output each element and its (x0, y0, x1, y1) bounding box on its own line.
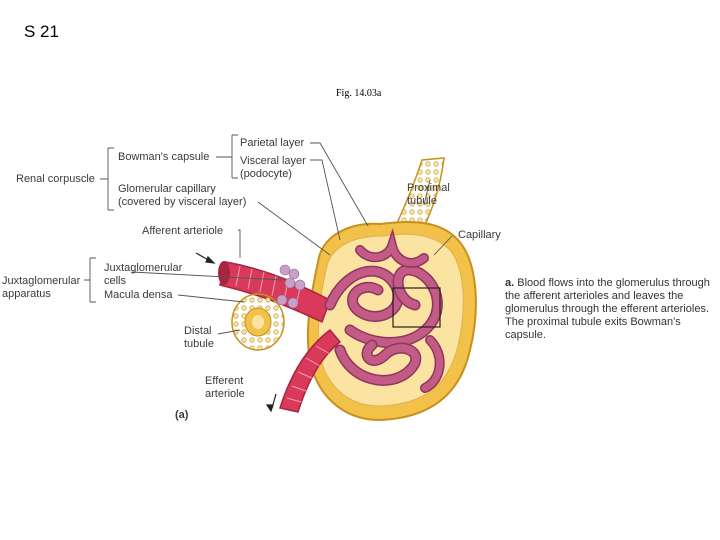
label-efferent: Efferent (205, 375, 244, 387)
description-marker: a. (505, 277, 515, 289)
label-efferent-arteriole: arteriole (205, 388, 245, 400)
label-apparatus: apparatus (2, 288, 51, 300)
label-renal-corpuscle: Renal corpuscle (16, 173, 95, 185)
slide-label: S 21 (24, 22, 59, 41)
afferent-arteriole-opening (218, 261, 230, 285)
label-covered-by-visceral-layer: (covered by visceral layer) (118, 196, 247, 208)
proximal-tubule (393, 157, 445, 237)
label-juxtaglomerular-cells: Juxtaglomerular (104, 262, 183, 274)
label-glomerular-capillary: Glomerular capillary (118, 183, 216, 195)
label-distal-tubule: tubule (184, 338, 214, 350)
label-visceral-layer: Visceral layer (240, 155, 306, 167)
capillary-inset-box (392, 287, 441, 328)
label-distal: Distal (184, 325, 212, 337)
glomerular-capillary-tuft (324, 228, 445, 393)
leader-lines (84, 134, 453, 335)
label-juxtaglomerular-cells-2: cells (104, 275, 127, 287)
flow-arrows (195, 252, 277, 413)
afferent-arteriole-vessel (219, 261, 331, 324)
label-afferent-arteriole: Afferent arteriole (142, 225, 224, 237)
figure-caption: Fig. 14.03a (336, 88, 382, 99)
juxtaglomerular-cells (276, 264, 306, 309)
label-proximal-tubule: tubule (407, 195, 437, 207)
label-panel-a: (a) (175, 409, 189, 421)
label-parietal-layer: Parietal layer (240, 137, 305, 149)
label-podocyte: (podocyte) (240, 168, 292, 180)
label-capillary: Capillary (458, 229, 501, 241)
label-macula-densa: Macula densa (104, 289, 173, 301)
figure-description: a. Blood flows into the glomerulus throu… (505, 277, 719, 342)
description-text: Blood flows into the glomerulus through … (505, 277, 710, 341)
label-juxtaglomerular: Juxtaglomerular (2, 275, 81, 287)
label-bowmans-capsule: Bowman's capsule (118, 151, 210, 163)
label-proximal: Proximal (407, 182, 450, 194)
